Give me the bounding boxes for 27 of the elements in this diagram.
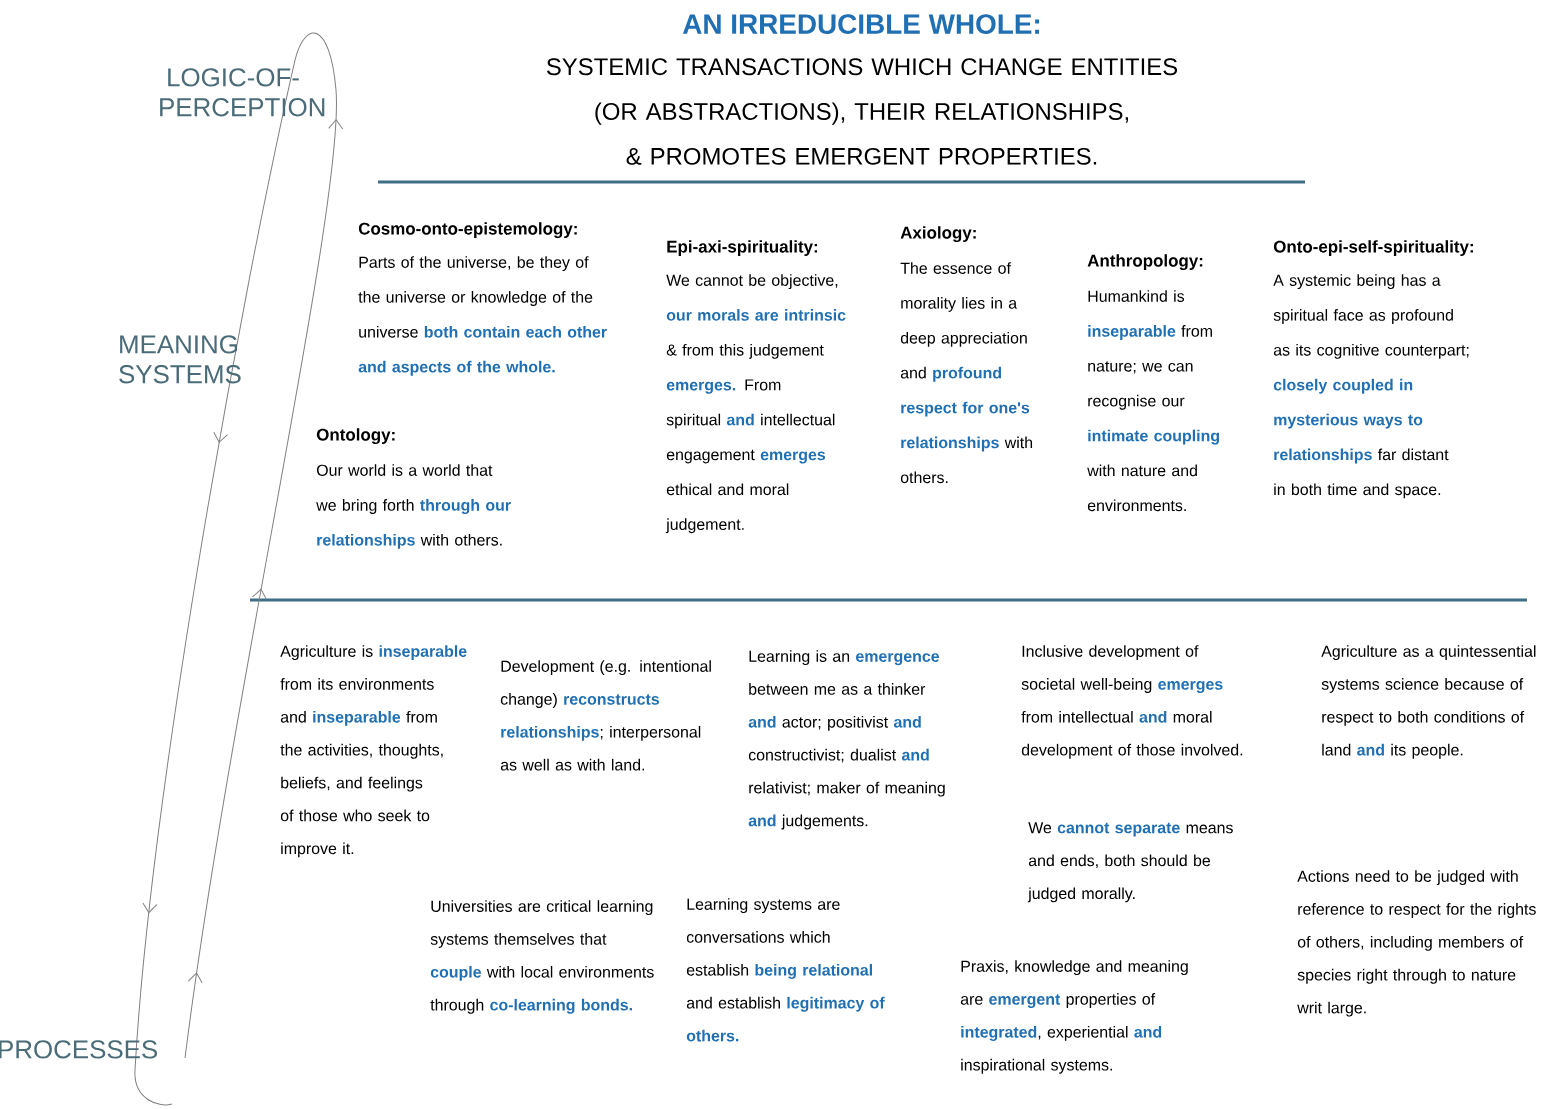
body-text: We cannot be objective, our morals are intrinsic & from this judgement emerges. From spiritual and intellectual engagement emerges ethical and moral judgement. [665,274,846,534]
body-text: Humankind is inseparable from nature; we can recognise our intimate coupling with nature and environments. [1087,290,1219,512]
body-text: Our world is a world that we bring forth through our relationships with others. [316,464,511,549]
note-text: Agriculture is inseparable from its environments and inseparable from the activities, thoughts, beliefs, and feelings of those who seek to improve it. [280,645,467,858]
section-label: MEANING SYSTEMS [119,335,241,384]
heading-text: Onto-epi-self-spirituality: [1273,240,1473,256]
section-label: PROCESSES [0,1040,158,1059]
heading-text: Axiology: [900,226,976,243]
heading-text: Epi-axi-spirituality: [667,240,818,256]
note-text: Universities are critical learning systems themselves that couple with local environments through co-learning bonds. [430,900,654,1014]
note-text: Actions need to be judged with reference to respect for the rights of others, including members of species right through to nature writ large. [1297,870,1536,1017]
note-text: Development (e.g. intentional change) reconstructs relationships; interpersonal as well as with land. [500,660,711,771]
note-text: Agriculture as a quintessential systems science because of respect to both conditions of land and its people. [1321,645,1536,759]
heading-text: Ontology: [316,428,395,445]
heading-text: Anthropology: [1087,254,1203,271]
body-text: Parts of the universe, be they of the universe or knowledge of the universe both contain each other and aspects of the whole. [358,256,607,376]
heading-text: Cosmo-onto-epistemology: [358,222,577,239]
note-text: Inclusive development of societal well-being emerges from intellectual and moral development of those involved. [1021,645,1243,759]
title-text: AN IRREDUCIBLE WHOLE: [682,14,1040,34]
body-text: A systemic being has a spiritual face as profound as its cognitive counterpart; closely coupled in mysterious ways to relationships far distant in both time and space. [1273,274,1469,499]
section-label: LOGIC-OF-PERCEPTION [160,68,325,117]
note-text: Learning is an emergence between me as a thinker and actor; positivist and constructivist; dualist and relativist; maker of meaning and judgements. [748,650,945,830]
subtitle-text: SYSTEMIC TRANSACTIONS WHICH CHANGE ENTITIES (OR ABSTRACTIONS), THEIR RELATIONSHIPS, & PROMOTES EMERGENT PROPERTIES. [546,58,1178,165]
body-text: The essence of morality lies in a deep appreciation and profound respect for one's relationships with others. [900,262,1033,484]
note-text: Praxis, knowledge and meaning are emergent properties of integrated, experiential and inspirational systems. [960,960,1188,1074]
note-text: Learning systems are conversations which establish being relational and establish legitimacy of others. [686,898,885,1042]
note-text: We cannot separate means and ends, both should be judged morally. [1027,822,1233,903]
